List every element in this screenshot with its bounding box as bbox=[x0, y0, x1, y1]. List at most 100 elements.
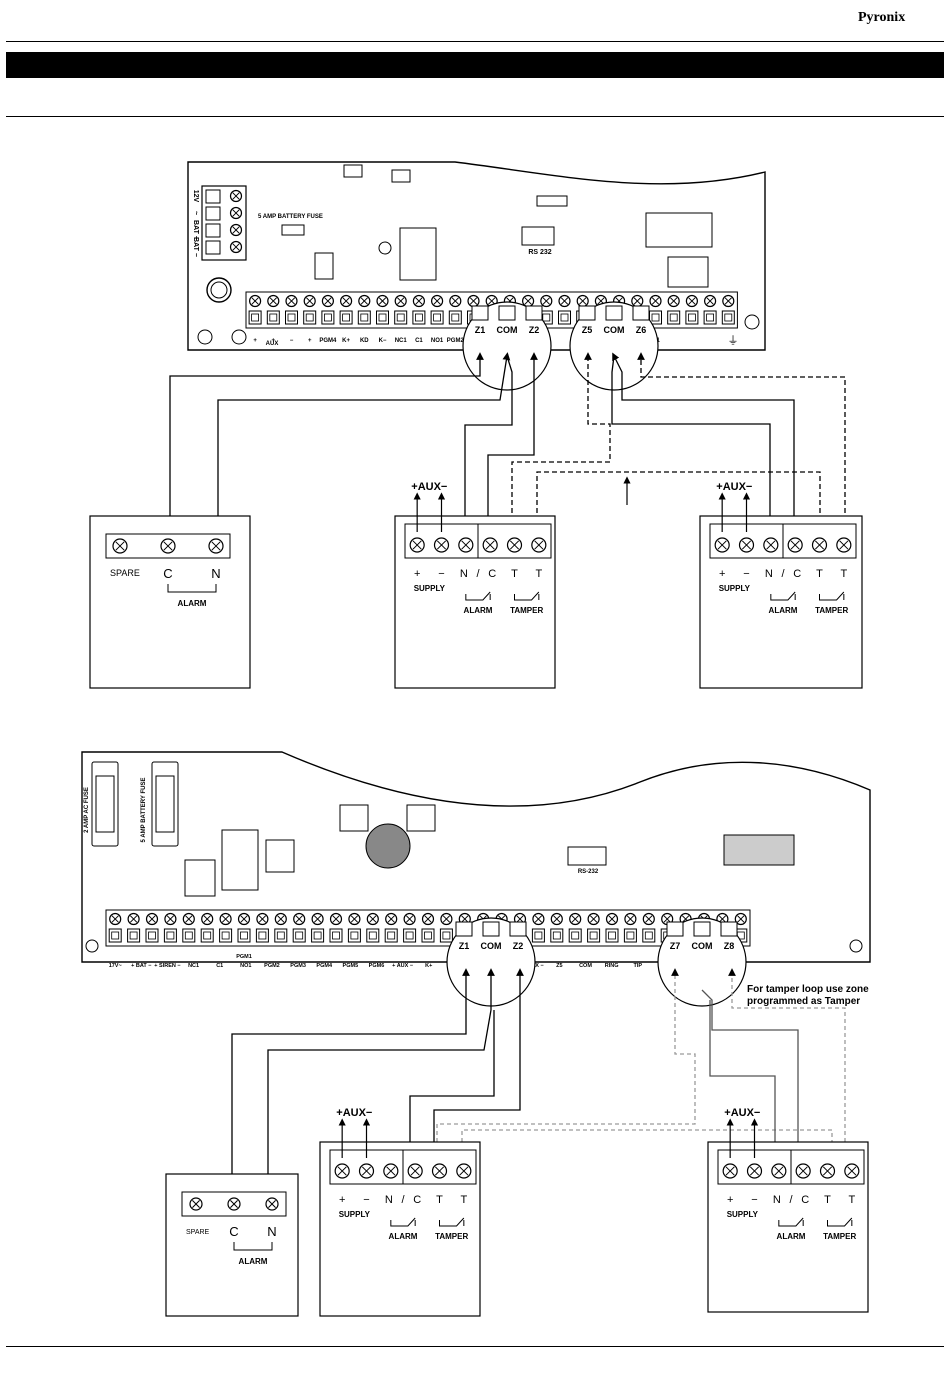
board2-terminal-screw-slot2 bbox=[405, 915, 414, 923]
board2-terminal-clamp-inner bbox=[148, 931, 156, 940]
detector-4-term-n: N bbox=[773, 1194, 781, 1206]
board2-zoom-right-label: COM bbox=[692, 941, 713, 951]
board1-conn-a bbox=[343, 164, 363, 178]
board1-hole bbox=[378, 241, 392, 255]
board1-zoom-left-label: Z1 bbox=[475, 325, 486, 335]
board2-terminal-label: PGM2 bbox=[264, 963, 280, 969]
spare-box-1-screw-slot2 bbox=[211, 541, 221, 551]
board1-terminal-screw-slot2 bbox=[706, 297, 714, 305]
board1-terminal-label: NO1 bbox=[431, 338, 444, 344]
brand-logo: Pyronix bbox=[858, 10, 905, 26]
board2-conn-a bbox=[339, 804, 369, 832]
board1-fuse-label: 5 AMP BATTERY FUSE bbox=[258, 214, 323, 220]
tamper-note-line-1: For tamper loop use zone bbox=[747, 984, 869, 995]
board2-terminal-screw-slot2 bbox=[681, 915, 690, 923]
spare-box-2-spare-label: SPARE bbox=[186, 1229, 210, 1236]
board2-fuse-body bbox=[155, 775, 175, 833]
board2-terminal-screw-slot2 bbox=[424, 915, 432, 923]
board2-terminal-label: + AUX − bbox=[392, 963, 413, 969]
board2-mount-left bbox=[85, 939, 99, 953]
detector-2-alarm-contact bbox=[770, 591, 796, 601]
board1-module bbox=[645, 212, 713, 248]
board2-terminal-screw-slot2 bbox=[387, 915, 395, 923]
board1-terminal-clamp-inner bbox=[287, 313, 296, 322]
board2-rs232 bbox=[567, 846, 607, 866]
board2-zoom-right-label: Z8 bbox=[724, 941, 735, 951]
board1-terminal-label: K+ bbox=[342, 338, 350, 344]
board1-terminal-label: PGM4 bbox=[319, 338, 337, 344]
detector-4-supply-label: SUPPLY bbox=[727, 1210, 759, 1219]
board2-terminal-screw-slot2 bbox=[148, 915, 156, 923]
detector-4-screw-slot2 bbox=[822, 1166, 833, 1176]
board1-terminal-clamp-inner bbox=[651, 313, 660, 322]
board1-terminal-clamp-inner bbox=[269, 313, 278, 322]
detector-3-term-n: N bbox=[385, 1194, 393, 1206]
detector-4-screw-slot2 bbox=[749, 1166, 760, 1176]
detector-3-term-plus: + bbox=[339, 1194, 345, 1206]
detector-4-term-t2: T bbox=[848, 1194, 855, 1206]
board1-relay bbox=[399, 227, 437, 281]
board2-terminal-label: RING bbox=[605, 963, 619, 969]
detector-3-supply-label: SUPPLY bbox=[339, 1210, 371, 1219]
board1-terminal-label: KD bbox=[360, 338, 369, 344]
header-rule-top bbox=[6, 41, 944, 42]
board1-terminal-clamp-inner bbox=[396, 313, 405, 322]
board2-terminal-clamp-inner bbox=[129, 931, 138, 940]
detector-2-screw-slot2 bbox=[717, 540, 727, 550]
wire-b2-d4-nc bbox=[701, 989, 799, 1170]
board1-terminal-screw-slot2 bbox=[488, 297, 496, 305]
board2-jumper2 bbox=[265, 839, 295, 873]
board1-power-clamp bbox=[205, 223, 221, 238]
wire-b1-d2-t bbox=[637, 352, 846, 545]
detector-3-screw-slot2 bbox=[434, 1166, 445, 1176]
board2-terminal-clamp-inner bbox=[442, 931, 451, 940]
detector-3-term-t2: T bbox=[460, 1194, 467, 1206]
board2-terminal-clamp-inner bbox=[276, 931, 285, 940]
board1-terminal-screw-slot2 bbox=[688, 297, 696, 305]
board2-terminal-screw-slot2 bbox=[626, 915, 635, 923]
wire-b1-spare-c bbox=[169, 352, 484, 545]
detector-2-term-minus: − bbox=[743, 568, 749, 580]
wire-b1-d1-nc bbox=[464, 355, 513, 545]
detector-1-screw-slot2 bbox=[509, 540, 520, 550]
board2-terminal-screw-slot2 bbox=[166, 915, 175, 923]
board2-terminal-label: + BAT − bbox=[131, 963, 151, 969]
board2-terminal-label: NC1 bbox=[188, 963, 199, 969]
board2-terminal-screw-slot2 bbox=[313, 915, 322, 923]
board2-terminal-clamp-inner bbox=[534, 931, 543, 940]
board1-terminal-screw-slot2 bbox=[415, 297, 423, 305]
board2-zoom-right-clamp bbox=[693, 921, 711, 937]
board1-terminal-screw-slot2 bbox=[433, 297, 441, 305]
board2-terminal-clamp-inner bbox=[111, 931, 120, 940]
detector-4-term-t1: T bbox=[824, 1194, 831, 1206]
board2-terminal-clamp-inner bbox=[313, 931, 322, 940]
board1-power-clamp bbox=[205, 189, 221, 204]
board1-power-screw-slot2 bbox=[232, 226, 240, 234]
board2-terminal-label: PGM4 bbox=[316, 963, 333, 969]
board1-terminal-screw-slot2 bbox=[378, 297, 387, 305]
board1-terminal-clamp-inner bbox=[706, 313, 714, 322]
wire-b1-spare-n bbox=[217, 352, 511, 545]
wire-b2-d4-com bbox=[709, 1000, 776, 1170]
spare-box-2-c-label: C bbox=[229, 1224, 238, 1239]
board1-terminal-screw-slot2 bbox=[597, 297, 605, 305]
detector-3-screw-slot2 bbox=[361, 1166, 372, 1176]
board2-terminal-label: + SIREN − bbox=[154, 963, 180, 969]
board2-terminal-clamp-inner bbox=[387, 931, 396, 940]
board2-terminal-clamp-inner bbox=[295, 931, 304, 940]
detector-1-tamper-label: TAMPER bbox=[510, 606, 543, 615]
spare-box-2-screw-slot2 bbox=[192, 1200, 200, 1208]
detector-4-term-plus: + bbox=[727, 1194, 733, 1206]
board1-zoom-left bbox=[462, 301, 552, 391]
board2-terminal-screw-slot2 bbox=[185, 915, 193, 923]
board2-terminal-clamp-inner bbox=[644, 931, 653, 940]
detector-2-term-n: N bbox=[765, 568, 773, 580]
board1-terminal-screw-slot2 bbox=[269, 297, 277, 305]
board2-terminal-clamp-inner bbox=[184, 931, 193, 940]
board2-zoom-right-label: Z7 bbox=[670, 941, 681, 951]
board1-fuse bbox=[281, 224, 305, 236]
detector-3-tamper-contact bbox=[439, 1217, 465, 1227]
detector-1-alarm-contact bbox=[465, 591, 491, 601]
spare-box-2-screw-slot2 bbox=[268, 1200, 276, 1208]
